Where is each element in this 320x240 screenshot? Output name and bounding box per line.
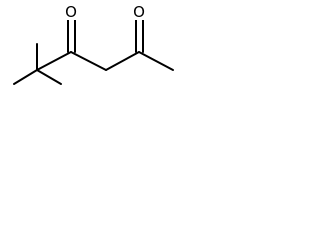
bond-carbonyl2-methyl	[138, 51, 174, 71]
oxygen-atom-1-label: O	[65, 3, 77, 21]
oxygen-atom-2-background	[131, 3, 147, 20]
oxygen-atom-1: O	[63, 3, 79, 21]
bond-quaternary-carbonyl1	[36, 51, 72, 71]
oxygen-atom-2: O	[131, 3, 147, 21]
bond-methylene-carbonyl2	[105, 51, 140, 71]
bond-methyl-right	[36, 69, 62, 85]
bond-carbonyl1-methylene	[70, 51, 107, 71]
oxygen-atom-1-background	[63, 3, 79, 20]
oxygen-atom-2-label: O	[133, 3, 145, 21]
bond-methyl-left	[13, 69, 38, 85]
structure-diagram: O O	[13, 3, 174, 85]
